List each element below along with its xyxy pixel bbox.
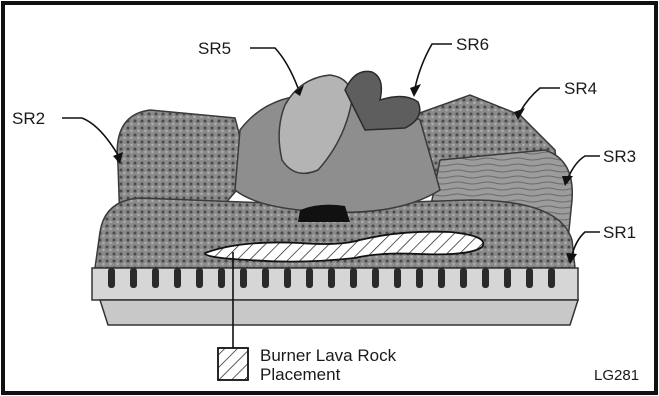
legend-label: Burner Lava Rock Placement [260, 346, 396, 384]
legend-line-2: Placement [260, 365, 396, 384]
grate-slots [108, 268, 555, 288]
label-sr5: SR5 [198, 40, 231, 57]
label-sr6: SR6 [456, 36, 489, 53]
figure-code: LG281 [594, 368, 639, 383]
label-sr4: SR4 [564, 80, 597, 97]
label-sr2: SR2 [12, 110, 45, 127]
legend-line-1: Burner Lava Rock [260, 346, 396, 365]
label-sr1: SR1 [603, 224, 636, 241]
label-sr3: SR3 [603, 148, 636, 165]
